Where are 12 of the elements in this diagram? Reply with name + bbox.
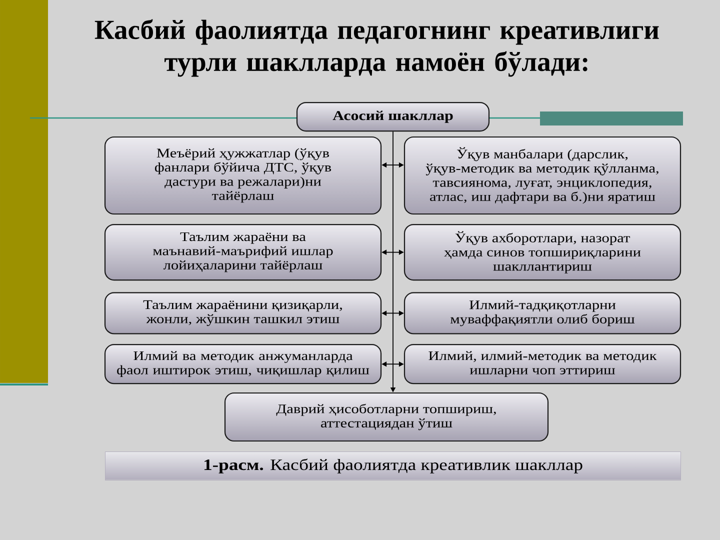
rounded-box: Таълим жараёнини қизиқарли, жонли, жўшкин ташкил этиш [104, 292, 382, 334]
rounded-box: Даврий ҳисоботларни топшириш, аттестациядан ўтиш [224, 392, 549, 442]
rounded-box: Илмий-тадқиқотларни муваффақиятли олиб бориш [404, 292, 682, 334]
rounded-box: Илмий, илмий-методик ва методик ишларни чоп эттириш [404, 344, 682, 384]
caption: 1-расм. Касбий фаолиятда креативлик шакллар [105, 452, 681, 480]
rounded-box: Илмий ва методик анжуманларда фаол иштирок этиш, чиқишлар қилиш [104, 344, 382, 384]
heading-box: Асосий шакллар [296, 102, 490, 132]
rounded-box: Меъёрий ҳужжатлар (ўқув фанлари бўйича ДТС, ўқув дастури ва режалари)ни тайёрлаш [104, 136, 382, 215]
title: Касбий фаолиятда педагогнинг креативлиги турли шаклларда намоён бўлади: [94, 19, 659, 77]
rounded-box: Таълим жараёни ва маънавий-маърифий ишлар лойиҳаларини тайёрлаш [104, 224, 382, 281]
rounded-box: Ўқув манбалари (дарслик, ўқув-методик ва методик қўлланма, тавсиянома, луғат, энциклопедия, атлас, иш дафтари ва б.)ни яратиш [404, 136, 682, 215]
rounded-box: Ўқув ахборотлари, назорат ҳамда синов топшириқларини шакллантириш [404, 224, 682, 281]
